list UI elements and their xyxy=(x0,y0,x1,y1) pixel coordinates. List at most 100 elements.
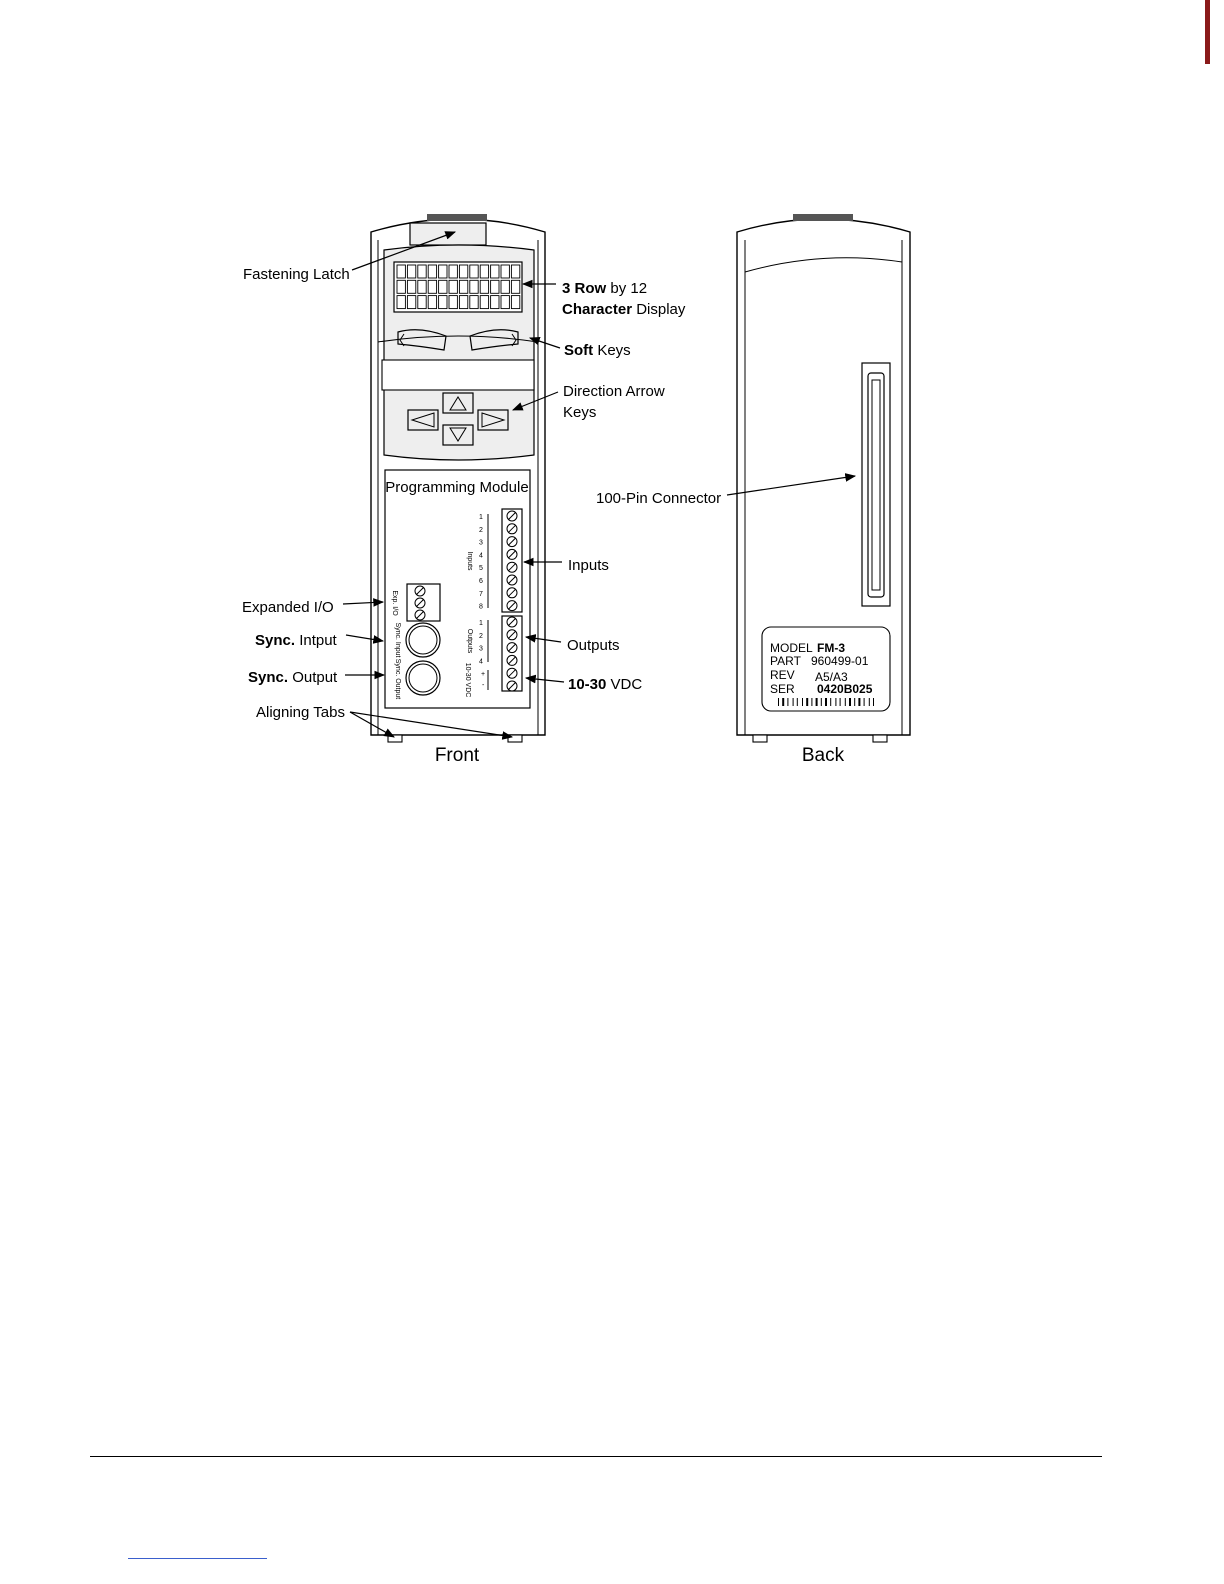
sync-output-callout-bold: Sync. xyxy=(248,669,288,686)
display-callout-line1: 3 Row by 12 xyxy=(562,280,647,297)
output-number: 2 xyxy=(479,633,483,640)
expanded-io-screw-slot xyxy=(416,611,424,619)
page-edge-mark xyxy=(1205,0,1210,64)
sync-input-connector[interactable] xyxy=(405,622,441,658)
lcd-cell xyxy=(510,264,521,279)
output-screw-slot xyxy=(508,682,516,690)
barcode-bar xyxy=(844,698,846,706)
lcd-cell xyxy=(448,264,458,279)
barcode-bar xyxy=(792,698,794,706)
soft-key-left[interactable] xyxy=(397,329,447,351)
plate-model-value: FM-3 xyxy=(817,641,845,655)
aligning-tabs-callout: Aligning Tabs xyxy=(256,704,345,721)
sync-input-callout-rest: Intput xyxy=(295,632,338,649)
soft-key-left-chevron xyxy=(399,333,405,347)
up-arrow-key[interactable] xyxy=(442,392,474,414)
right-arrow-key[interactable] xyxy=(477,409,509,431)
barcode-bar xyxy=(830,698,832,706)
lcd-cell xyxy=(479,264,490,279)
lcd-cell xyxy=(438,264,448,279)
aligning-tabs-leader-left xyxy=(349,711,395,738)
inputs-callout: Inputs xyxy=(568,557,609,574)
100-pin-connector xyxy=(867,372,885,598)
sync-output-connector-ring xyxy=(408,663,438,693)
expanded-io-screw-slot xyxy=(416,599,424,607)
left-arrow-key[interactable] xyxy=(407,409,439,431)
back-housing-contour xyxy=(744,257,903,273)
plate-model-label: MODEL xyxy=(770,641,813,655)
soft-keys-callout-rest: Keys xyxy=(593,342,631,359)
lcd-cell xyxy=(406,295,417,310)
input-number: 2 xyxy=(479,527,483,534)
connector-leader xyxy=(726,473,857,496)
barcode-bar xyxy=(778,698,779,706)
keypad-band-top xyxy=(377,335,539,343)
lcd-cell-grid xyxy=(396,264,521,310)
lcd-cell xyxy=(396,295,406,310)
sync-input-panel-label: Sync. Input xyxy=(394,622,401,657)
lcd-cell xyxy=(458,295,469,310)
programming-module-label: Programming Module xyxy=(385,479,528,496)
barcode-bar xyxy=(868,698,870,706)
barcode-bar xyxy=(858,698,861,706)
lcd-cell xyxy=(438,279,448,294)
inputs-terminal-block xyxy=(501,508,523,613)
expanded-io-callout: Expanded I/O xyxy=(242,599,334,616)
direction-keys-callout-line1: Direction Arrow xyxy=(563,383,665,400)
input-screw-slot xyxy=(508,550,516,559)
front-caption: Front xyxy=(435,745,480,766)
aligning-tabs-leader-right xyxy=(349,711,514,740)
back-top-latch-clip xyxy=(793,214,853,221)
lcd-cell xyxy=(479,295,490,310)
barcode-bar xyxy=(802,698,803,706)
back-aligning-tab-right xyxy=(872,734,888,743)
lcd-cell xyxy=(448,295,458,310)
plate-ser-label: SER xyxy=(770,682,795,696)
display-callout-line2-bold: Character xyxy=(562,301,632,318)
back-caption: Back xyxy=(802,745,845,766)
down-arrow-key[interactable] xyxy=(442,424,474,446)
lcd-cell xyxy=(427,264,438,279)
aligning-tab-left xyxy=(387,734,403,743)
inputs-panel-label: Inputs xyxy=(466,551,473,571)
down-arrow-icon xyxy=(449,427,467,442)
soft-keys-callout: Soft Keys xyxy=(564,342,631,359)
input-screw-slot xyxy=(508,601,516,610)
exp-io-panel-label: Exp. I/O xyxy=(391,590,398,616)
left-arrow-icon xyxy=(410,412,435,428)
vdc-panel-label: 10-30 VDC xyxy=(464,663,471,698)
lcd-cell xyxy=(417,279,427,294)
vdc-callout-rest: VDC xyxy=(606,676,642,693)
plate-rev-value: A5/A3 xyxy=(815,670,848,684)
soft-key-right[interactable] xyxy=(469,329,519,351)
input-screw-slot xyxy=(508,537,516,546)
lcd-cell xyxy=(417,264,427,279)
barcode-bar xyxy=(820,698,822,706)
lcd-cell xyxy=(469,295,479,310)
footer-link-underline xyxy=(128,1558,267,1559)
sync-input-callout: Sync. Intput xyxy=(255,632,338,649)
input-number: 8 xyxy=(479,604,483,611)
lcd-cell xyxy=(406,279,417,294)
output-number: 1 xyxy=(479,620,483,627)
barcode-bar xyxy=(782,698,785,706)
barcode-bar xyxy=(835,698,837,706)
lcd-cell xyxy=(406,264,417,279)
100-pin-connector-slot xyxy=(871,379,881,591)
output-screws xyxy=(506,616,518,692)
input-number: 3 xyxy=(479,540,483,547)
soft-keys-callout-bold: Soft xyxy=(564,342,593,359)
sync-input-leader xyxy=(345,634,385,644)
output-number: 3 xyxy=(479,646,483,653)
lcd-cell xyxy=(417,295,427,310)
output-screw-slot xyxy=(508,656,516,665)
vdc-leader xyxy=(524,674,565,684)
plate-part-value: 960499-01 xyxy=(811,654,869,668)
barcode-bar xyxy=(849,698,851,706)
soft-key-right-chevron xyxy=(511,333,517,347)
lcd-cell xyxy=(490,295,500,310)
up-arrow-icon xyxy=(449,396,467,411)
input-screw-slot xyxy=(508,588,516,597)
sync-output-connector[interactable] xyxy=(405,660,441,696)
barcode-bar xyxy=(787,698,789,706)
